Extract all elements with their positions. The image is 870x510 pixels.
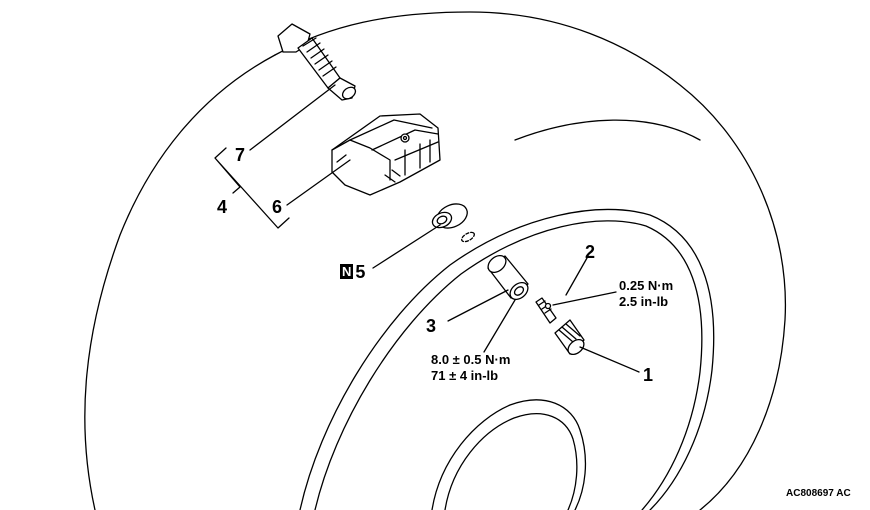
valve-nut-icon [487,254,529,301]
assembly-bracket [214,147,290,229]
tire-outline [84,11,787,510]
torque-spec-valve-core: 0.25 N·m 2.5 in-lb [619,278,673,310]
valve-hole [461,231,475,243]
valve-core-icon [535,297,557,324]
grommet-icon [431,203,468,229]
torque-spec-valve-nut-imperial: 71 ± 4 in-lb [431,368,499,383]
label-part-3: 3 [426,316,437,336]
torque-spec-valve-core-imperial: 2.5 in-lb [619,294,669,309]
valve-stem-icon [277,23,357,101]
torque-spec-valve-nut-metric: 8.0 ± 0.5 N·m [431,352,511,367]
wheel-rim [299,208,715,510]
pressure-sensor-icon [331,113,441,196]
figure-code: AC808697 AC [786,488,851,499]
torque-spec-valve-core-metric: 0.25 N·m [619,278,674,293]
valve-cap-icon [554,319,585,356]
non-reusable-badge: N [340,264,354,279]
label-part-5-number: 5 [355,262,366,282]
label-part-4: 4 [217,197,228,217]
label-part-6: 6 [272,197,283,217]
torque-spec-valve-nut: 8.0 ± 0.5 N·m 71 ± 4 in-lb [431,352,510,384]
label-part-1: 1 [643,365,654,385]
label-part-7: 7 [235,145,246,165]
leader-lines [249,84,640,373]
label-part-2: 2 [585,242,596,262]
